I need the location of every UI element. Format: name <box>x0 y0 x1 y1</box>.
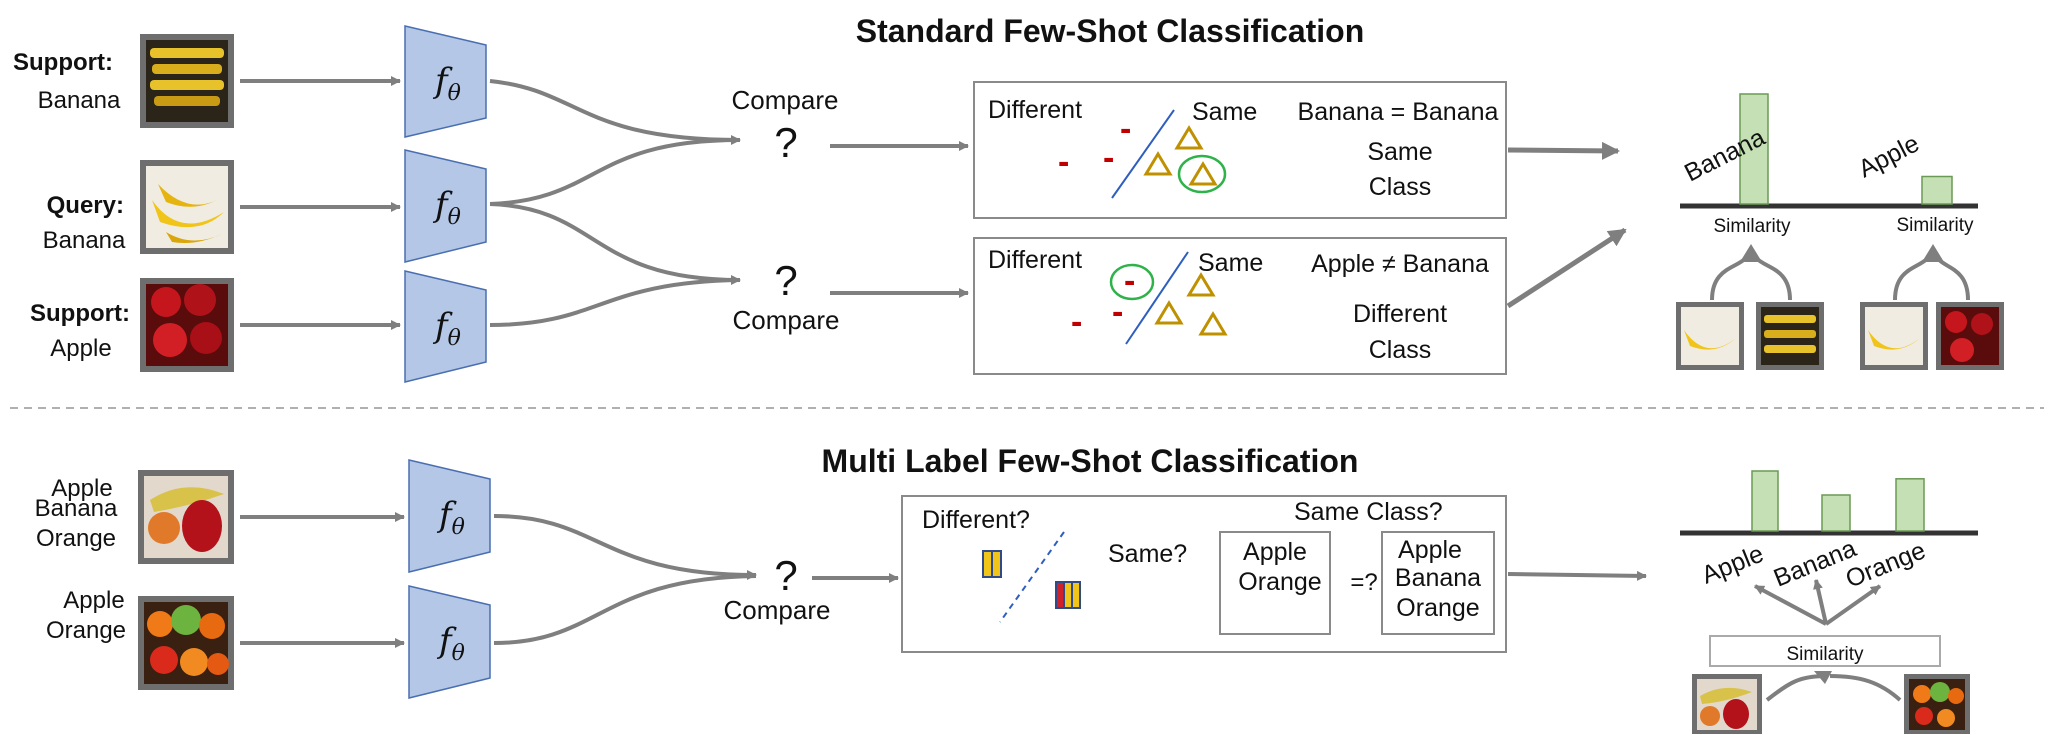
standard-title: Standard Few-Shot Classification <box>856 13 1365 49</box>
triangle-mark <box>1174 125 1204 150</box>
right-label-set <box>1381 531 1495 635</box>
equation-text: Apple ≠ Banana <box>1311 250 1489 278</box>
result-same-line2: Class <box>1369 173 1432 201</box>
triangle-mark <box>1154 300 1184 325</box>
encoder-query-banana: fθ <box>404 149 487 263</box>
encoder-support-banana: fθ <box>404 25 487 138</box>
same-label: Same <box>1198 249 1263 277</box>
bar-label-apple: Apple <box>1854 129 1924 183</box>
multi-compare-label: Compare <box>724 595 831 625</box>
left-label-set <box>1219 531 1331 635</box>
thumb-support-apple <box>1936 302 2004 370</box>
bar-label-orange: Orange <box>1842 536 1930 593</box>
banana-bunches-photo <box>140 34 234 128</box>
same-question: Same? <box>1108 540 1187 568</box>
decision-line <box>1125 251 1189 345</box>
multi-similarity-chart: Apple Banana Orange Similarity <box>1680 470 1978 702</box>
label-vector-icon <box>1055 581 1081 609</box>
same-label: Same <box>1192 98 1257 126</box>
comparison-box-same: Different Same - - - Banana = Banana Sam… <box>973 81 1507 219</box>
compare-label-top: Compare <box>732 85 839 115</box>
bar-label-apple: Apple <box>1698 540 1768 590</box>
question-mark-bottom: ? <box>774 257 797 304</box>
encoder-support-apple: fθ <box>404 270 487 383</box>
mixed-fruit-photo <box>138 470 234 564</box>
multi-comparison-box: Different? Same? Same Class? Apple Orang… <box>901 495 1507 653</box>
thumb-query-banana-2 <box>1860 302 1928 370</box>
svg-text:Apple: Apple <box>1243 538 1307 566</box>
red-apples-photo <box>140 278 234 372</box>
similarity-box <box>1709 635 1941 667</box>
minus-mark: - <box>1112 293 1123 331</box>
triangle-mark <box>1188 161 1218 186</box>
bar-banana <box>1739 93 1769 205</box>
comparison-box-different: Different Same - - - Apple ≠ Banana Diff… <box>973 237 1507 375</box>
minus-mark: - <box>1071 303 1082 341</box>
support-role: Support <box>13 49 105 76</box>
bar-orange <box>1895 478 1925 532</box>
thumb-support-banana <box>1756 302 1824 370</box>
query-banana-label: Query: <box>47 192 124 219</box>
similarity-caption-apple: Similarity <box>1896 215 1974 236</box>
different-label: Different <box>988 96 1082 124</box>
support-apple-class: Apple <box>50 335 111 362</box>
bar-apple <box>1751 470 1779 532</box>
svg-text:Orange: Orange <box>1238 568 1321 596</box>
bar-apple <box>1921 175 1953 205</box>
svg-text:Banana: Banana <box>1395 564 1481 592</box>
result-different-line2: Class <box>1369 336 1432 364</box>
multi-input1-label-apple: Apple <box>51 475 112 502</box>
equation-text: Banana = Banana <box>1298 98 1499 126</box>
support-banana-class: Banana <box>38 87 121 114</box>
apples-oranges-photo <box>138 596 234 690</box>
triangle-mark <box>1198 311 1228 336</box>
minus-mark: - <box>1124 262 1135 300</box>
minus-mark: - <box>1058 143 1069 181</box>
encoder-multi-1: fθ <box>408 459 491 573</box>
decision-line <box>999 531 1065 623</box>
multi-title: Multi Label Few-Shot Classification <box>822 443 1359 479</box>
operator: =? <box>1350 569 1377 596</box>
encoder-multi-2: fθ <box>408 585 491 699</box>
multi-question-mark: ? <box>774 552 797 599</box>
decision-line <box>1111 109 1175 199</box>
standard-similarity-chart: Banana Apple Similarity Similarity <box>1680 93 1978 301</box>
support-apple-label: Support: <box>30 300 130 327</box>
multi-input1-label-orange: Orange <box>36 525 116 552</box>
question-mark-top: ? <box>774 119 797 166</box>
svg-text:Apple: Apple <box>1398 536 1462 564</box>
svg-text:Orange: Orange <box>1396 594 1479 622</box>
query-role: Query <box>47 192 117 219</box>
label-vector-icon <box>982 550 1002 578</box>
support-banana-label: Support: <box>13 49 113 76</box>
thumb-mixed-fruit <box>1692 674 1762 734</box>
query-banana-class: Banana <box>43 227 126 254</box>
compare-label-bottom: Compare <box>733 305 840 335</box>
multi-input2-label-orange: Orange <box>46 617 126 644</box>
minus-mark: - <box>1103 139 1114 177</box>
multi-input1-label-banana: Banana <box>35 495 118 522</box>
thumb-apples-oranges <box>1904 674 1970 734</box>
triangle-mark <box>1143 151 1173 176</box>
multi-input2-label-apple: Apple <box>63 587 124 614</box>
query-circle <box>1109 263 1155 301</box>
similarity-caption-banana: Similarity <box>1713 216 1791 237</box>
bar-banana <box>1821 494 1851 532</box>
triangle-mark <box>1186 272 1216 297</box>
same-class-question: Same Class? <box>1294 498 1443 526</box>
different-label: Different <box>988 246 1082 274</box>
query-circle <box>1177 154 1227 194</box>
bananas-photo <box>140 160 234 254</box>
result-same-line1: Same <box>1367 138 1432 166</box>
minus-mark: - <box>1120 110 1131 148</box>
different-question: Different? <box>922 506 1030 534</box>
similarity-label: Similarity <box>1786 644 1864 665</box>
result-different-line1: Different <box>1353 300 1447 328</box>
thumb-query-banana <box>1676 302 1744 370</box>
